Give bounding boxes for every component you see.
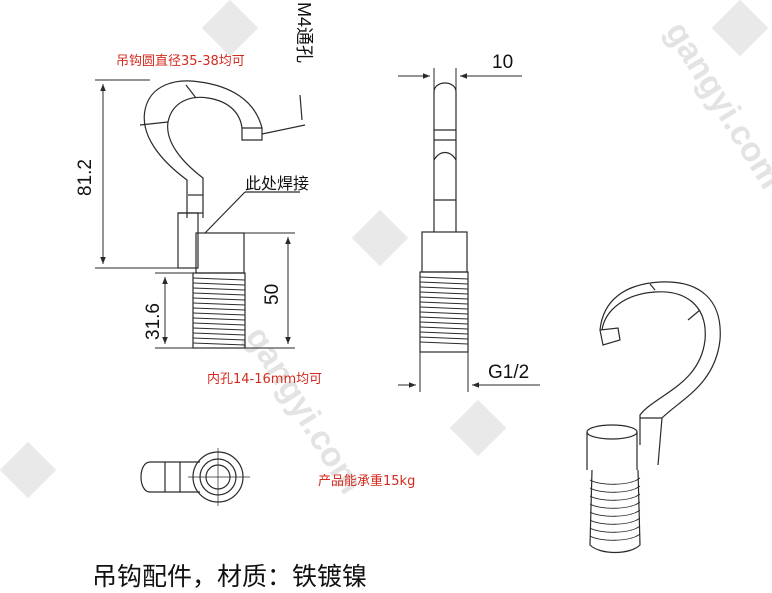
dim-lines-left	[95, 79, 295, 349]
sleeve-top-ellipse	[586, 424, 638, 440]
sleeve-body	[195, 232, 245, 274]
hook-top-view	[140, 448, 250, 506]
side-sleeve	[421, 231, 468, 273]
dim-thread-height: 31.6	[143, 303, 164, 340]
hook-arc	[143, 80, 263, 218]
caption: 吊钩配件，材质：铁镀镍	[92, 562, 368, 591]
hook-arc-inner	[167, 96, 243, 218]
label-inner-hole: 内孔14-16mm均可	[207, 372, 323, 387]
hook-stem	[177, 212, 199, 269]
hook-front-view	[139, 80, 306, 349]
label-load-capacity: 产品能承重15kg	[318, 474, 416, 489]
threaded-section	[192, 272, 246, 349]
dim-lines-middle	[398, 68, 540, 392]
hook-3d-view	[586, 281, 721, 554]
thread-lines	[192, 277, 246, 346]
label-hook-diameter: 吊钩圆直径35-38均可	[116, 54, 245, 69]
dim-thread-spec: G1/2	[488, 362, 530, 383]
dim-body-height: 50	[262, 283, 283, 305]
dim-width: 10	[492, 52, 514, 73]
dim-height-total: 81.2	[75, 159, 96, 196]
hook-side-view	[419, 82, 469, 353]
label-weld-here: 此处焊接	[245, 174, 310, 193]
label-m4-hole: M4通孔	[294, 2, 314, 64]
